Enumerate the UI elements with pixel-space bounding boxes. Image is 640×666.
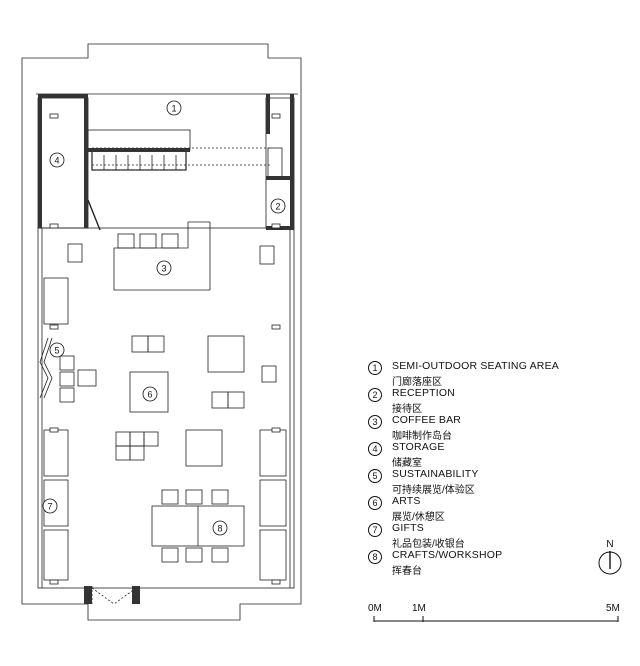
zigzag-wall xyxy=(39,337,49,399)
legend-item: 7 GIFTS 礼品包装/收银台 xyxy=(368,522,628,550)
legend-item: 8 CRAFTS/WORKSHOP 挥春台 xyxy=(368,549,628,577)
floor-plan: 1 2 3 4 5 6 7 8 xyxy=(21,43,302,621)
room-label-3: 3 xyxy=(161,264,166,274)
legend-label-en: STORAGE xyxy=(392,441,445,453)
legend-label-zh: 可持续展览/体验区 xyxy=(392,485,475,496)
scale-tick-0: 0M xyxy=(368,603,382,614)
room-label-7: 7 xyxy=(47,502,52,512)
room-label-1: 1 xyxy=(171,104,176,114)
north-label: N xyxy=(606,539,614,550)
legend-number: 6 xyxy=(368,496,382,510)
legend-label-zh: 礼品包装/收银台 xyxy=(392,539,465,550)
legend-label-en: ARTS xyxy=(392,495,421,507)
legend-label-en: CRAFTS/WORKSHOP xyxy=(392,549,503,561)
scale-tick-1: 1M xyxy=(412,603,426,614)
north-arrow-icon xyxy=(598,551,622,575)
bench-slats xyxy=(103,155,177,170)
legend-item: 4 STORAGE 储藏室 xyxy=(368,441,628,469)
scale-bar: 0M 1M 5M xyxy=(368,603,623,623)
legend-number: 8 xyxy=(368,550,382,564)
legend-label-en: COFFEE BAR xyxy=(392,414,462,426)
legend-number: 1 xyxy=(368,361,382,375)
legend-item: 2 RECEPTION 接待区 xyxy=(368,387,628,415)
legend-label-zh: 挥春台 xyxy=(392,566,422,577)
legend: 1 SEMI-OUTDOOR SEATING AREA 门廊落座区 2 RECE… xyxy=(368,360,628,577)
legend-label-zh: 展览/休憩区 xyxy=(392,512,445,523)
porch-bench xyxy=(87,129,191,151)
room-label-2: 2 xyxy=(275,202,280,212)
legend-label-zh: 咖啡制作岛台 xyxy=(392,431,452,442)
legend-label-en: GIFTS xyxy=(392,522,424,534)
legend-item: 1 SEMI-OUTDOOR SEATING AREA 门廊落座区 xyxy=(368,360,628,388)
legend-number: 7 xyxy=(368,523,382,537)
scale-tick-5: 5M xyxy=(606,603,620,614)
legend-number: 2 xyxy=(368,388,382,402)
legend-item: 3 COFFEE BAR 咖啡制作岛台 xyxy=(368,414,628,442)
legend-item: 6 ARTS 展览/休憩区 xyxy=(368,495,628,523)
entrance-doors xyxy=(91,586,137,605)
legend-label-en: RECEPTION xyxy=(392,387,456,399)
room-label-5: 5 xyxy=(54,346,59,356)
legend-number: 4 xyxy=(368,442,382,456)
legend-label-zh: 门廊落座区 xyxy=(392,377,442,388)
coffee-bar xyxy=(113,221,211,291)
legend-label-zh: 储藏室 xyxy=(392,458,422,469)
room-label-4: 4 xyxy=(54,156,59,166)
room-label-8: 8 xyxy=(217,524,222,534)
scale-line xyxy=(373,616,619,622)
legend-number: 5 xyxy=(368,469,382,483)
main-hall-outline xyxy=(37,227,295,589)
north-arrow: N xyxy=(597,540,623,581)
column-markers xyxy=(49,113,281,585)
legend-label-en: SEMI-OUTDOOR SEATING AREA xyxy=(392,360,559,372)
room-label-6: 6 xyxy=(147,390,152,400)
legend-label-zh: 接待区 xyxy=(392,404,422,415)
site-outline xyxy=(21,43,302,621)
legend-number: 3 xyxy=(368,415,382,429)
legend-label-en: SUSTAINABILITY xyxy=(392,468,479,480)
legend-item: 5 SUSTAINABILITY 可持续展览/体验区 xyxy=(368,468,628,496)
